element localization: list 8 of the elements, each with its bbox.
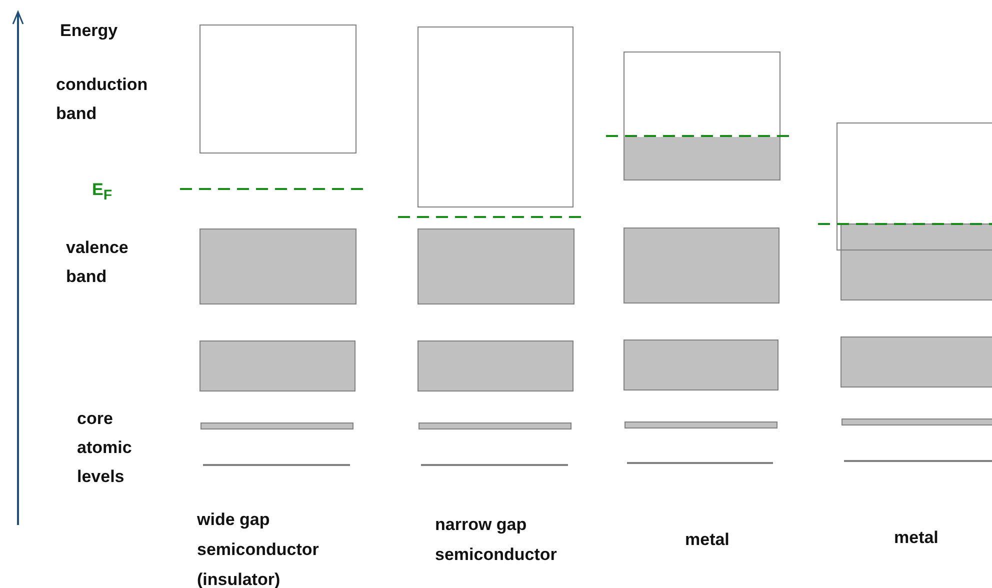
- column-label: metal: [894, 528, 938, 547]
- column-label: metal: [685, 530, 730, 549]
- band-label: conduction band: [56, 75, 148, 123]
- column-label: narrow gap semiconductor: [435, 515, 557, 564]
- band-label: valence band: [66, 238, 128, 286]
- fermi-level-label: E$_{F}$: [92, 180, 112, 199]
- axis-title: Energy: [60, 21, 118, 40]
- band-label: core atomic levels: [77, 409, 132, 486]
